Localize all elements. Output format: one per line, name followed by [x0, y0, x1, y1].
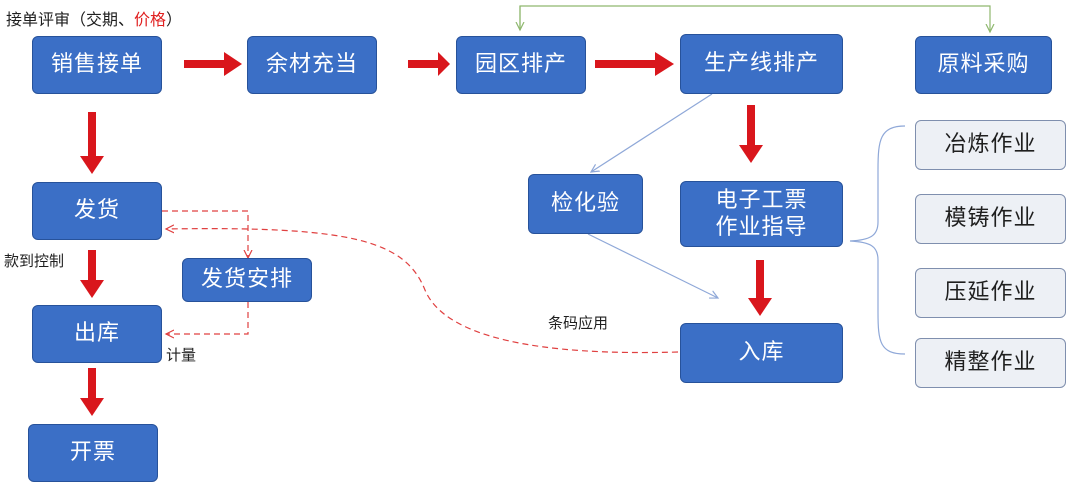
dashed-connector: [166, 229, 679, 354]
electronic-ticket-line2: 作业指导: [715, 215, 808, 240]
production-line-scheduling-box[interactable]: 生产线排产: [680, 34, 843, 94]
thick-red-arrow: [748, 260, 772, 316]
electronic-ticket-line1: 电子工票: [715, 187, 808, 213]
warehousing-box[interactable]: 入库: [680, 323, 843, 383]
price-highlight: 价格: [134, 10, 167, 29]
thick-red-arrow: [595, 52, 674, 76]
thick-red-arrow: [80, 250, 104, 298]
thick-red-arrow: [184, 52, 242, 76]
rolling-operation-box[interactable]: 压延作业: [915, 268, 1066, 318]
invoicing-box[interactable]: 开票: [28, 424, 158, 482]
green-connector: [519, 5, 990, 32]
finishing-operation-box[interactable]: 精整作业: [915, 338, 1066, 388]
operations-brace: [849, 125, 906, 355]
blue-connector: [587, 233, 718, 298]
order-review-label: 接单评审（交期、价格）: [6, 6, 182, 30]
shipping-arrangement-box[interactable]: 发货安排: [182, 258, 312, 302]
die-casting-operation-box[interactable]: 模铸作业: [915, 194, 1066, 244]
raw-material-purchase-box[interactable]: 原料采购: [915, 36, 1052, 94]
metering-label: 计量: [166, 346, 197, 364]
shipping-box[interactable]: 发货: [32, 182, 162, 240]
electronic-ticket-box[interactable]: 电子工票 作业指导: [680, 181, 843, 247]
thick-red-arrow: [408, 52, 450, 76]
barcode-application-label: 条码应用: [548, 314, 609, 332]
thick-red-arrow: [80, 112, 104, 174]
thick-red-arrow: [739, 105, 763, 163]
inspection-box[interactable]: 检化验: [528, 174, 643, 234]
dashed-connector: [166, 302, 249, 334]
surplus-material-box[interactable]: 余材充当: [247, 36, 377, 94]
park-scheduling-box[interactable]: 园区排产: [456, 36, 586, 94]
outbound-box[interactable]: 出库: [32, 305, 162, 363]
blue-connector: [591, 93, 713, 172]
sales-order-box[interactable]: 销售接单: [32, 36, 162, 94]
order-review-text: 接单评审（交期、: [6, 10, 135, 29]
smelting-operation-box[interactable]: 冶炼作业: [915, 120, 1066, 170]
dashed-connector: [162, 210, 248, 258]
payment-control-label: 款到控制: [4, 252, 65, 270]
order-review-suffix: ）: [166, 10, 183, 29]
thick-red-arrow: [80, 368, 104, 416]
